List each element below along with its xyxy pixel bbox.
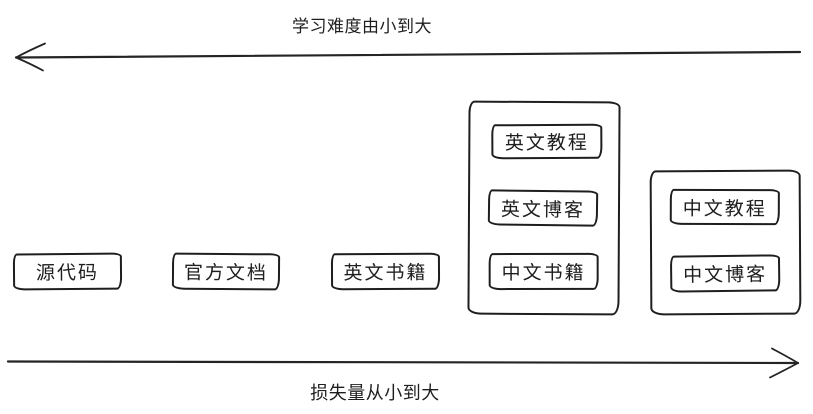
node-label: 英文教程 [504, 132, 589, 155]
node-label: 中文博客 [683, 264, 768, 287]
node-source-code: 源代码 [12, 252, 123, 291]
difficulty-axis-label: 学习难度由小到大 [292, 17, 432, 36]
node-label: 中文教程 [682, 198, 767, 220]
node-label: 英文书籍 [343, 262, 428, 285]
node-label: 英文博客 [500, 198, 586, 222]
node-chinese-tutorials: 中文教程 [669, 188, 780, 226]
node-english-tutorials: 英文教程 [491, 123, 603, 160]
arrow-left-icon [14, 42, 802, 72]
node-label: 中文书籍 [501, 262, 586, 285]
node-english-blogs: 英文博客 [487, 189, 599, 227]
node-chinese-blogs: 中文博客 [669, 254, 781, 293]
group-box-2: 中文教程 中文博客 [649, 169, 802, 316]
loss-axis-label: 损失量从小到大 [310, 383, 440, 403]
node-label: 官方文档 [183, 262, 269, 285]
node-label: 源代码 [35, 262, 100, 285]
node-chinese-books: 中文书籍 [488, 252, 599, 291]
group-box-1: 英文教程 英文博客 中文书籍 [467, 100, 621, 316]
node-english-books: 英文书籍 [330, 252, 441, 291]
node-official-docs: 官方文档 [171, 252, 281, 291]
